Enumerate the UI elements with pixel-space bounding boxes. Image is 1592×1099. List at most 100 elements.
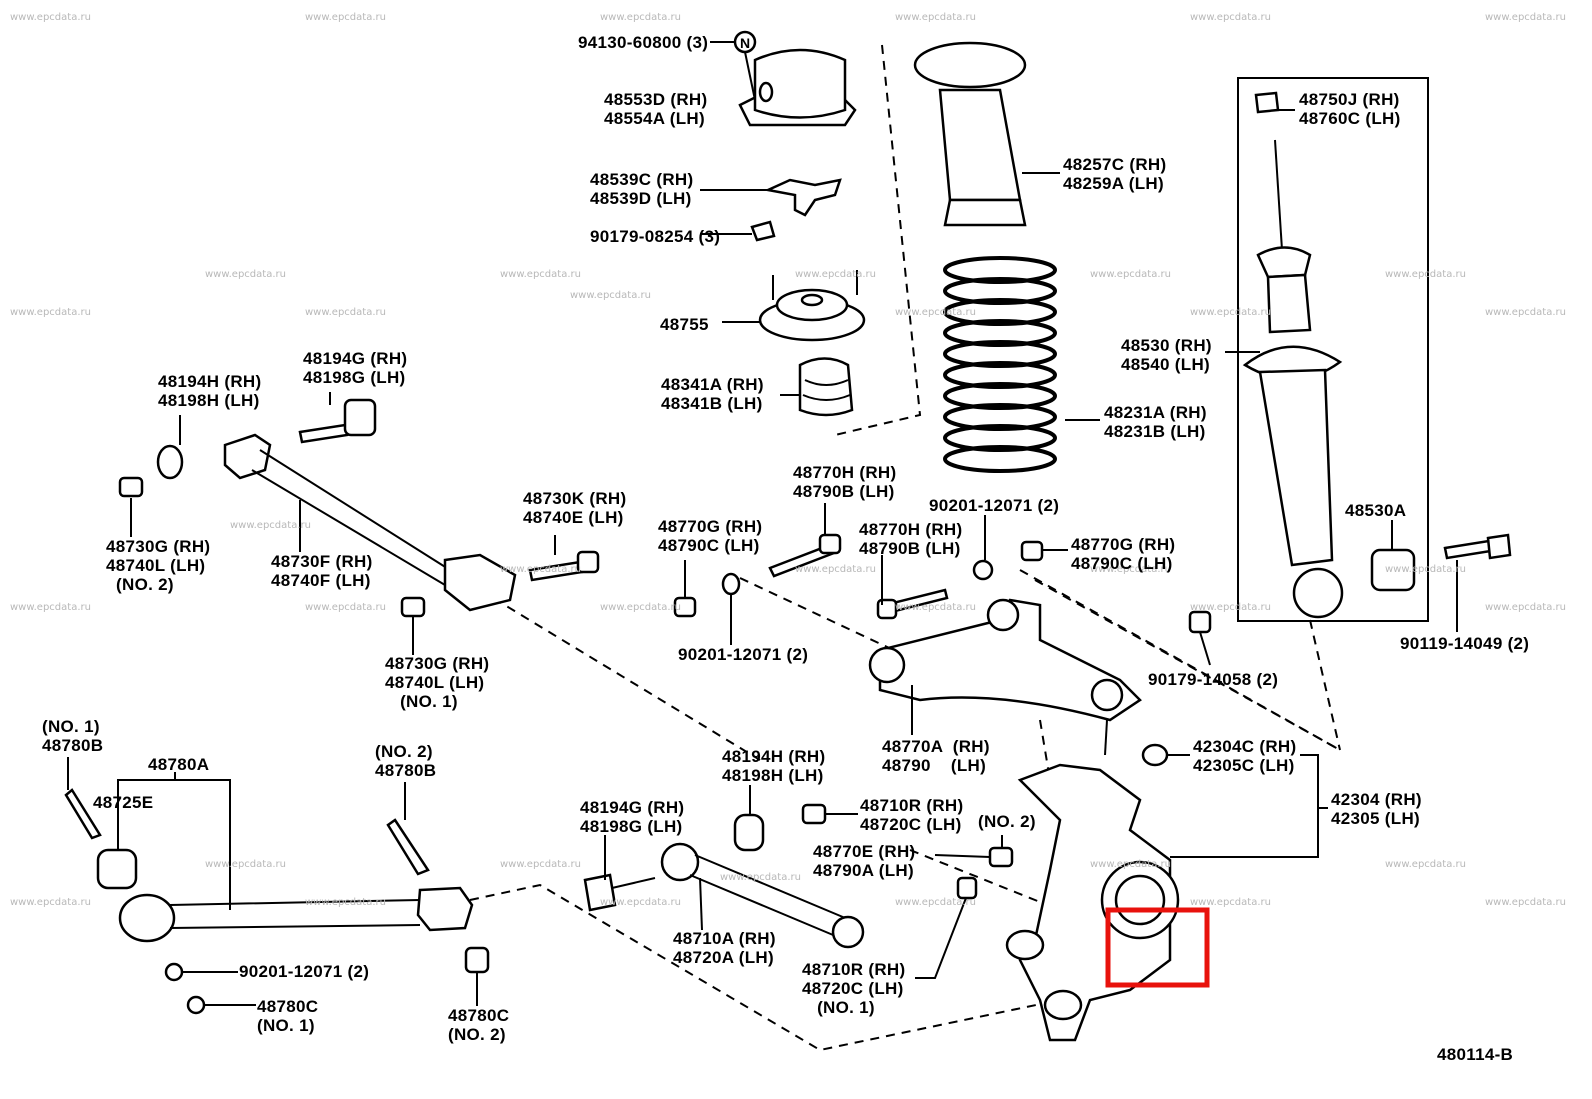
part-callout[interactable]: 48194H (RH)48198H (LH) [158, 372, 261, 410]
watermark: www.epcdata.ru [600, 12, 681, 23]
watermark: www.epcdata.ru [1485, 12, 1566, 23]
part-number-line: 48770E (RH) [813, 842, 916, 861]
part-callout[interactable]: 90179-08254 (3) [590, 227, 720, 246]
watermark: www.epcdata.ru [895, 307, 976, 318]
part-number-line: 48539C (RH) [590, 170, 694, 189]
part-callout[interactable]: 48530A [1345, 501, 1406, 520]
watermark: www.epcdata.ru [10, 897, 91, 908]
diagram-code[interactable]: 480114-B [1437, 1045, 1513, 1064]
part-callout[interactable]: (NO. 1)48780B [42, 717, 103, 755]
part-callout[interactable]: 48725E [93, 793, 153, 812]
part-callout[interactable]: 48553D (RH)48554A (LH) [604, 90, 707, 128]
part-number-line: 48730K (RH) [523, 489, 627, 508]
n-marker: N [740, 35, 750, 51]
part-number-line: (NO. 2) [978, 812, 1036, 831]
part-callout[interactable]: 48780A [148, 755, 209, 774]
part-number-line: 48341A (RH) [661, 375, 764, 394]
part-callout[interactable]: 48730G (RH)48740L (LH) (NO. 2) [106, 537, 210, 594]
part-callout[interactable]: 48770H (RH)48790B (LH) [859, 520, 962, 558]
part-callout[interactable]: 48730G (RH)48740L (LH) (NO. 1) [385, 654, 489, 711]
part-number-line: 48730F (RH) [271, 552, 373, 571]
watermark: www.epcdata.ru [205, 269, 286, 280]
part-number-line: 48790C (LH) [1071, 554, 1173, 573]
part-number-line: 48257C (RH) [1063, 155, 1167, 174]
watermark: www.epcdata.ru [795, 269, 876, 280]
coil-spring-part [943, 256, 1057, 473]
part-number-line: 48725E [93, 793, 154, 812]
part-number-line: 48198H (LH) [158, 391, 260, 410]
part-callout[interactable]: 90201-12071 (2) [678, 645, 808, 664]
part-number-line: (NO. 2) [106, 575, 174, 594]
part-callout[interactable]: 48770E (RH)48790A (LH) [813, 842, 916, 880]
dashed-line [479, 589, 761, 761]
part-callout[interactable]: 42304 (RH)42305 (LH) [1331, 790, 1422, 828]
part-callout[interactable]: 48730F (RH)48740F (LH) [271, 552, 373, 590]
part-callout[interactable]: 48710R (RH)48720C (LH) [860, 796, 963, 834]
part-number-line: 48780C [448, 1006, 510, 1025]
part-number-line: 48553D (RH) [604, 90, 708, 109]
part-callout[interactable]: 42304C (RH)42305C (LH) [1193, 737, 1296, 775]
part-number-line: 48710A (RH) [673, 929, 776, 948]
dashed-outline-spring-group [834, 44, 922, 436]
part-callout[interactable]: 94130-60800 (3) [578, 33, 708, 52]
part-callout[interactable]: 48194H (RH)48198H (LH) [722, 747, 825, 785]
shock-absorber-box [1237, 77, 1429, 622]
part-number-line: 48198G (LH) [580, 817, 683, 836]
part-callout[interactable]: 48194G (RH)48198G (LH) [580, 798, 684, 836]
spring-seat-part [758, 270, 866, 342]
part-number-line: (NO. 1) [257, 1016, 315, 1035]
part-number-line: 48740L (LH) [385, 673, 485, 692]
spring-coil [943, 277, 1057, 305]
part-number-line: 48740F (LH) [271, 571, 371, 590]
watermark: www.epcdata.ru [895, 12, 976, 23]
part-callout[interactable]: 90119-14049 (2) [1400, 634, 1529, 653]
part-number-line: 48554A (LH) [604, 109, 705, 128]
part-number-line: 48790C (LH) [658, 536, 760, 555]
part-callout[interactable]: 48710R (RH)48720C (LH) (NO. 1) [802, 960, 905, 1017]
part-callout[interactable]: 48194G (RH)48198G (LH) [303, 349, 407, 387]
watermark: www.epcdata.ru [305, 307, 386, 318]
strut-rod-part [118, 398, 600, 618]
part-callout[interactable]: 48530 (RH)48540 (LH) [1121, 336, 1212, 374]
part-number-line: 48194H (RH) [158, 372, 262, 391]
part-number-line: 48194G (RH) [580, 798, 685, 817]
spring-coil [943, 361, 1057, 389]
part-callout[interactable]: 48770G (RH)48790C (LH) [1071, 535, 1175, 573]
watermark: www.epcdata.ru [1190, 602, 1271, 613]
part-callout[interactable]: 48780C(NO. 1) [257, 997, 318, 1035]
part-number-line: 48780A [148, 755, 210, 774]
part-callout[interactable]: 90201-12071 (2) [929, 496, 1059, 515]
part-callout[interactable]: 48341A (RH)48341B (LH) [661, 375, 764, 413]
part-number-line: 48539D (LH) [590, 189, 692, 208]
part-number-line: 48720C (LH) [860, 815, 962, 834]
part-callout[interactable]: 48770H (RH)48790B (LH) [793, 463, 896, 501]
part-callout[interactable]: 48231A (RH)48231B (LH) [1104, 403, 1207, 441]
part-callout[interactable]: 48780C(NO. 2) [448, 1006, 509, 1044]
part-callout[interactable]: 48750J (RH)48760C (LH) [1299, 90, 1401, 128]
part-callout[interactable]: 48755 [660, 315, 709, 334]
watermark: www.epcdata.ru [895, 602, 976, 613]
part-number-line: 90179-14058 (2) [1148, 670, 1279, 689]
part-callout[interactable]: (NO. 2) [978, 812, 1036, 831]
part-callout[interactable]: 90179-14058 (2) [1148, 670, 1278, 689]
part-number-line: 42304C (RH) [1193, 737, 1297, 756]
lower-arm-part [64, 788, 490, 1015]
dust-boot-part [913, 41, 1027, 227]
watermark: www.epcdata.ru [10, 602, 91, 613]
watermark: www.epcdata.ru [720, 872, 801, 883]
part-callout[interactable]: 90201-12071 (2) [239, 962, 369, 981]
part-number-line: 48780C [257, 997, 319, 1016]
shock-absorber-part [1242, 91, 1416, 619]
part-number-line: 48790B (LH) [793, 482, 895, 501]
part-callout[interactable]: 48770A (RH)48790 (LH) [882, 737, 990, 775]
part-callout[interactable]: 48770G (RH)48790C (LH) [658, 517, 762, 555]
part-callout[interactable]: 48730K (RH)48740E (LH) [523, 489, 626, 527]
part-callout[interactable]: 48257C (RH)48259A (LH) [1063, 155, 1166, 193]
part-callout[interactable]: 48710A (RH)48720A (LH) [673, 929, 776, 967]
part-number-line: 48231A (RH) [1104, 403, 1207, 422]
part-callout[interactable]: 48539C (RH)48539D (LH) [590, 170, 693, 208]
part-callout[interactable]: (NO. 2)48780B [375, 742, 436, 780]
